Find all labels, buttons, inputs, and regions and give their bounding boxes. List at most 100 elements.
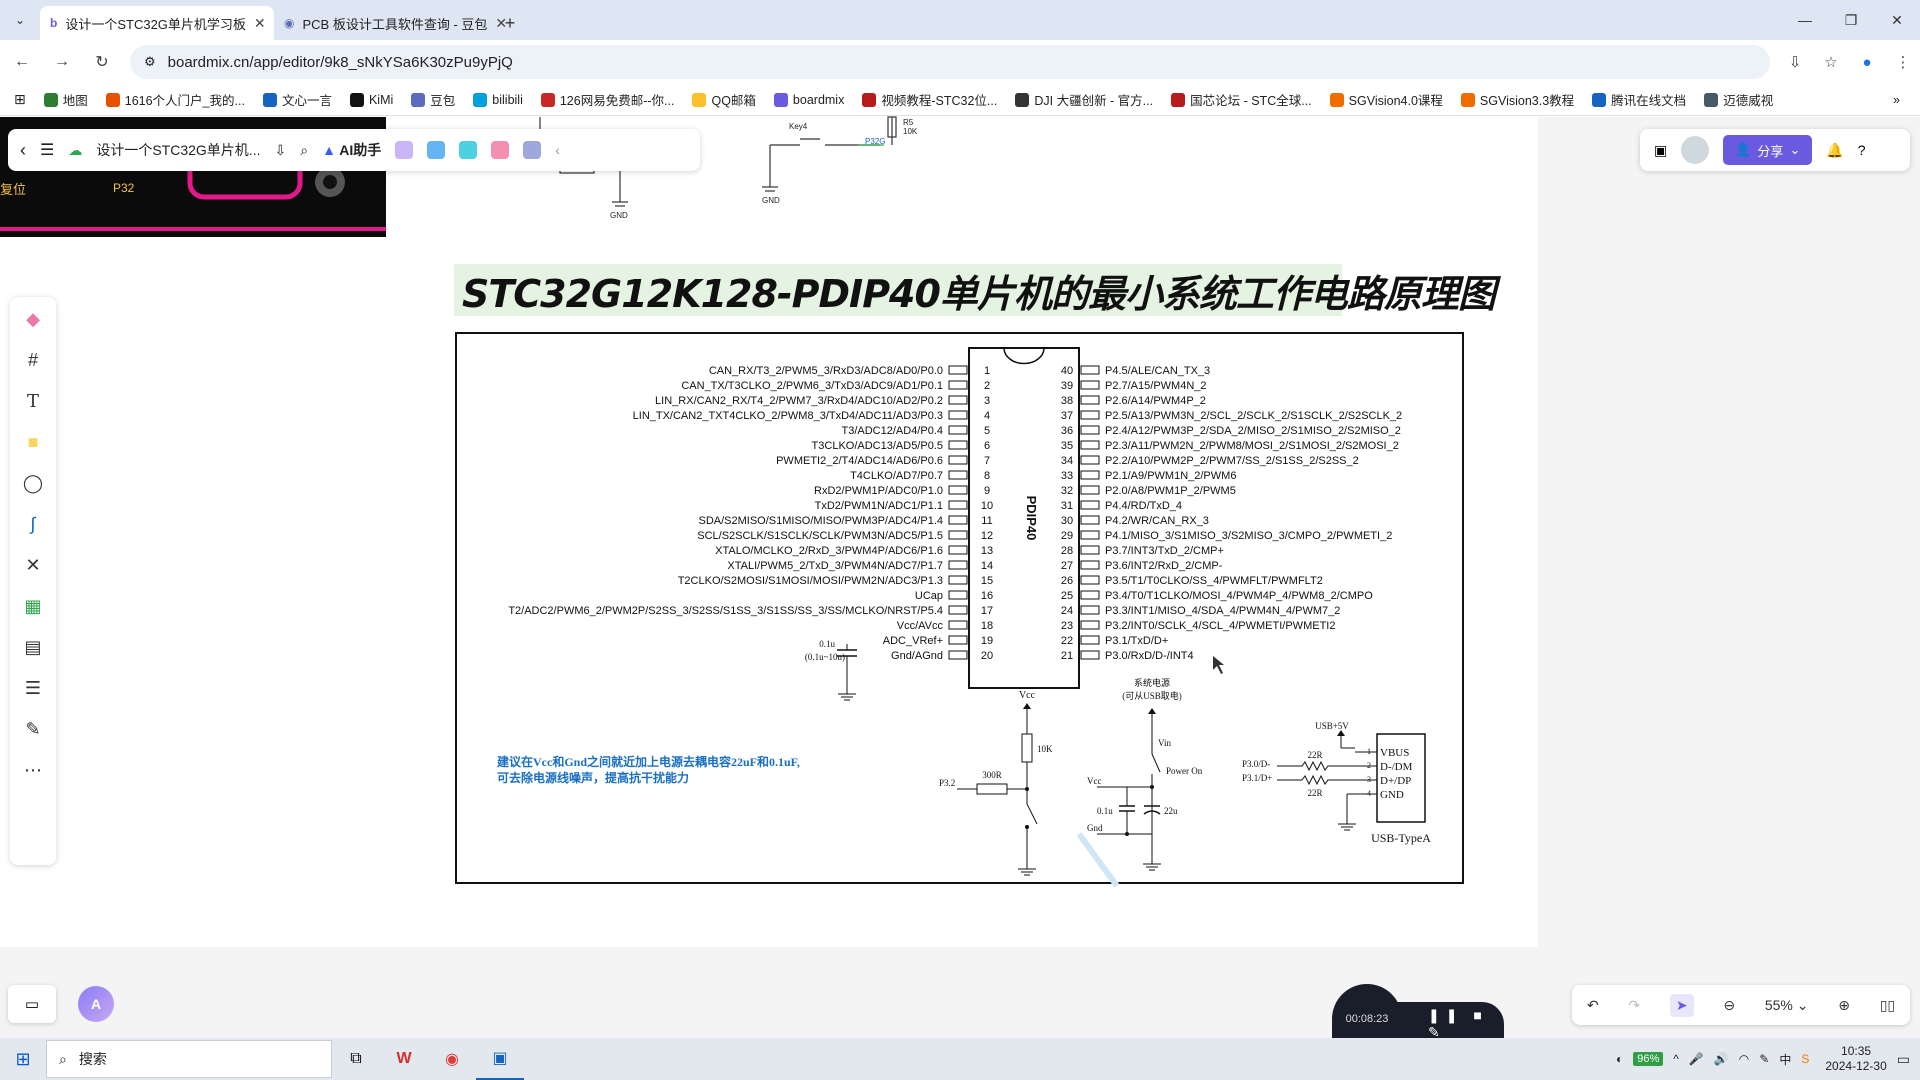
bookmark-item[interactable]: 腾讯在线文档 (1592, 90, 1686, 109)
bookmark-item[interactable]: 豆包 (411, 90, 455, 109)
forward-arrow-icon[interactable]: → (54, 53, 70, 70)
doc-name[interactable]: 设计一个STC32G单片机... (96, 142, 261, 158)
list-icon[interactable]: ☰ (24, 678, 42, 698)
bookmark-item[interactable]: 地图 (43, 90, 88, 109)
share-button[interactable]: 👤 分享 ⌄ (1723, 135, 1813, 165)
bookmark-item[interactable]: SGVision3.3教程 (1460, 90, 1574, 109)
gift-box-icon[interactable]: ▣ (1654, 141, 1668, 158)
pen-tool-icon[interactable]: ✎ (25, 719, 41, 739)
presentation-icon[interactable]: ▭ (8, 985, 56, 1023)
tab-close-icon[interactable]: ✕ (495, 14, 508, 31)
bookmark-item[interactable]: 文心一言 (262, 90, 332, 109)
bookmark-item[interactable]: boardmix (773, 92, 844, 107)
bookmark-item[interactable]: 国芯论坛 - STC全球... (1171, 90, 1312, 109)
install-app-icon[interactable]: ⇩ (1788, 54, 1802, 71)
restore-icon[interactable]: ❐ (1844, 11, 1858, 28)
ai-assistant-floating-icon[interactable]: A (78, 986, 114, 1022)
pen-icon[interactable]: ✎ (1759, 1052, 1770, 1066)
search-icon[interactable]: ⌕ (300, 141, 309, 158)
undo-icon[interactable]: ↶ (1586, 996, 1599, 1013)
text-box-icon[interactable]: ▤ (24, 637, 42, 657)
pin-pad (1080, 620, 1100, 630)
chrome-icon[interactable]: ◉ (445, 1051, 459, 1068)
battery-indicator[interactable]: 96% (1633, 1052, 1664, 1066)
tab-search-chevron-icon[interactable]: ⌄ (14, 13, 26, 27)
plugin-mindmap-icon[interactable] (459, 141, 478, 159)
bookmark-item[interactable]: bilibili (473, 92, 523, 107)
user-avatar[interactable] (1681, 136, 1710, 164)
bookmark-item[interactable]: 迈德威视 (1704, 90, 1773, 109)
recorder-controls-icon[interactable]: ❚❚ ■ ✎ (1428, 1007, 1488, 1040)
shape-tool-icon[interactable]: ◯ (22, 473, 44, 493)
tab-close-icon[interactable]: ✕ (253, 14, 266, 31)
whiteboard-canvas[interactable]: 复位 P32 Key4 R5 10K P32G GND GND (0, 116, 1920, 1054)
new-tab-button[interactable]: + (504, 12, 516, 33)
screen-capture-app-icon[interactable]: ▣ (476, 1038, 524, 1080)
bookmark-item[interactable]: 1616个人门户_我的... (105, 90, 245, 109)
network-icon[interactable]: ◠ (1738, 1052, 1750, 1066)
apps-grid-icon[interactable]: ⊞ (14, 91, 26, 107)
tray-overflow-icon[interactable]: ^ (1673, 1052, 1679, 1066)
template-icon[interactable]: ◆ (26, 309, 40, 329)
redo-icon[interactable]: ↷ (1628, 996, 1641, 1013)
bookmark-item[interactable]: QQ邮箱 (692, 90, 756, 109)
share-dropdown-icon[interactable]: ⌄ (1789, 142, 1801, 157)
more-menu-icon[interactable]: ⋮ (1895, 54, 1911, 71)
help-icon[interactable]: ? (1857, 142, 1866, 158)
bookmark-item[interactable]: DJI 大疆创新 - 官方... (1015, 90, 1153, 109)
tab-active[interactable]: b 设计一个STC32G单片机学习板 ✕ (40, 6, 274, 40)
bookmark-item[interactable]: KiMi (349, 92, 393, 107)
site-settings-icon[interactable]: ⚙ (144, 54, 156, 69)
tab-inactive[interactable]: ◉ PCB 板设计工具软件查询 - 豆包 ✕ (274, 6, 507, 40)
document-title[interactable]: STC32G12K128-PDIP40单片机的最小系统工作电路原理图 (454, 264, 1496, 316)
minimize-icon[interactable]: — (1798, 12, 1812, 28)
back-arrow-icon[interactable]: ← (14, 53, 30, 70)
pin-label: UCap (915, 590, 943, 602)
zoom-in-icon[interactable]: ⊕ (1838, 996, 1850, 1013)
text-tool-icon[interactable]: T (26, 391, 39, 412)
plugin-chat-icon[interactable] (523, 141, 542, 159)
ai-assistant-button[interactable]: ▲ AI助手 (322, 142, 382, 158)
more-tools-icon[interactable]: ⋯ (24, 760, 42, 780)
bookmarks-overflow-icon[interactable]: » (1893, 92, 1900, 107)
bookmark-item[interactable]: 视频教程-STC32位... (862, 90, 997, 109)
frame-icon[interactable]: # (27, 350, 38, 370)
back-chevron-icon[interactable]: ‹ (20, 139, 26, 160)
plugin-p-icon[interactable] (427, 141, 446, 159)
map-view-icon[interactable]: ▯▯ (1879, 996, 1896, 1013)
zoom-out-icon[interactable]: ⊖ (1723, 996, 1736, 1013)
reload-icon[interactable]: ↻ (95, 54, 109, 71)
plugin-flow-icon[interactable] (491, 141, 510, 159)
connector-icon[interactable]: ∫ (30, 514, 36, 534)
windows-start-icon[interactable]: ⊞ (15, 1048, 31, 1069)
plugin-image-icon[interactable] (395, 141, 414, 159)
notification-center-icon[interactable]: ▭ (1896, 1050, 1910, 1067)
zoom-level[interactable]: 55% ⌄ (1764, 996, 1809, 1013)
antivirus-icon[interactable]: S (1801, 1052, 1810, 1066)
collapse-chevron-icon[interactable]: ‹ (555, 142, 560, 158)
download-icon[interactable]: ⇩ (274, 141, 287, 158)
volume-icon[interactable]: 🔊 (1713, 1052, 1729, 1066)
bookmark-star-icon[interactable]: ☆ (1824, 54, 1838, 71)
vin-arrow (1148, 708, 1156, 714)
ime-icon[interactable]: 中 (1779, 1052, 1792, 1067)
select-pointer-icon[interactable]: ➤ (1669, 993, 1694, 1017)
sticky-note-icon[interactable]: ■ (27, 432, 39, 452)
tray-app-icon[interactable]: ◐ (1615, 1052, 1624, 1066)
task-view-icon[interactable]: ⧉ (350, 1050, 362, 1067)
bookmark-item[interactable]: SGVision4.0课程 (1329, 90, 1443, 109)
wps-office-icon[interactable]: W (396, 1050, 412, 1067)
usb-net-label: P3.0/D- (1242, 759, 1270, 769)
microphone-icon[interactable]: 🎤 (1688, 1052, 1704, 1066)
profile-avatar-icon[interactable]: ● (1862, 53, 1872, 71)
menu-hamburger-icon[interactable]: ☰ (40, 142, 55, 159)
clock[interactable]: 10:35 2024-12-30 (1825, 1044, 1887, 1073)
taskbar-search-input[interactable]: ⌕ 搜索 (46, 1040, 332, 1078)
mindmap-icon[interactable]: ✕ (25, 555, 41, 575)
table-icon[interactable]: ▦ (24, 596, 42, 616)
notification-bell-icon[interactable]: 🔔 (1826, 141, 1844, 158)
close-window-icon[interactable]: ✕ (1891, 11, 1903, 28)
bookmark-item[interactable]: 126网易免费邮--你... (540, 90, 674, 109)
url-input[interactable]: ⚙ boardmix.cn/app/editor/9k8_sNkYSa6K30z… (130, 45, 1770, 79)
